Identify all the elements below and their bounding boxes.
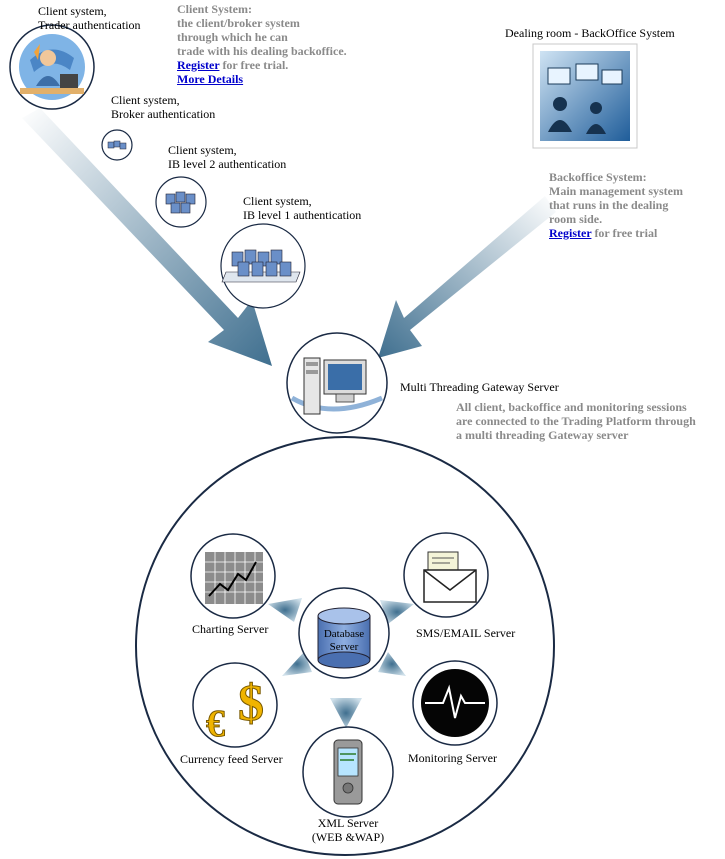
ib1-label-line-1: Client system, (243, 194, 312, 208)
monitoring-server-label: Monitoring Server (408, 751, 497, 765)
ib1-label-line-2: IB level 1 authentication (243, 208, 362, 222)
gateway-note: All client, backoffice and monitoring se… (456, 400, 696, 442)
svg-text:€: € (206, 703, 225, 745)
pda-device-icon (302, 726, 394, 818)
xml-label-line-1: XML Server (317, 816, 379, 830)
gateway-label: Multi Threading Gateway Server (400, 380, 559, 394)
backoffice-register-link[interactable]: Register (549, 226, 592, 240)
database-label-line-1: Database (323, 628, 365, 640)
client-system-desc-3: trade with his dealing backoffice. (177, 44, 347, 58)
trader-label-line-2: Trader authentication (38, 18, 141, 32)
envelope-icon (403, 532, 489, 618)
arrow-currency-to-db (282, 652, 312, 676)
arrow-sms-to-db (380, 600, 414, 624)
backoffice-desc-1: Main management system (549, 184, 683, 198)
ib2-label-line-2: IB level 2 authentication (168, 157, 287, 171)
arrow-xml-to-db (330, 698, 362, 728)
servers-medium-icon (155, 176, 207, 228)
backoffice-desc-3: room side. (549, 212, 603, 226)
client-register-suffix: for free trial. (219, 58, 289, 72)
sms-email-server-label: SMS/EMAIL Server (416, 626, 516, 640)
gateway-desc-1: All client, backoffice and monitoring se… (456, 400, 687, 414)
trader-label: Client system, Trader authentication (38, 4, 141, 32)
broker-label-line-2: Broker authentication (111, 107, 216, 121)
xml-label-line-2: (WEB &WAP) (311, 830, 385, 844)
broker-label-line-1: Client system, (111, 93, 180, 107)
gateway-desc-2: are connected to the Trading Platform th… (456, 414, 696, 428)
ib2-label-line-1: Client system, (168, 143, 237, 157)
client-system-desc-2: through which he can (177, 30, 288, 44)
ib1-label: Client system, IB level 1 authentication (243, 194, 361, 222)
backoffice-register-suffix: for free trial (591, 226, 658, 240)
database-server-label: Database Server (318, 628, 370, 654)
backoffice-register-line: Register for free trial (549, 226, 683, 240)
client-register-line: Register for free trial. (177, 58, 347, 72)
arrow-clients-to-gateway (22, 108, 272, 366)
client-system-title: Client System: (177, 2, 252, 16)
backoffice-desc-2: that runs in the dealing (549, 198, 669, 212)
more-details-line: More Details (177, 72, 347, 86)
database-label-line-2: Server (329, 641, 359, 653)
database-cylinder-icon (298, 587, 390, 679)
servers-large-icon (220, 223, 306, 309)
trader-person-icon (9, 24, 95, 110)
client-system-desc-1: the client/broker system (177, 16, 300, 30)
chart-icon (190, 533, 276, 619)
servers-small-icon (101, 129, 133, 161)
client-system-note: Client System: the client/broker system … (177, 2, 347, 86)
xml-server-label: XML Server (WEB &WAP) (298, 816, 398, 844)
dealing-room-label: Dealing room - BackOffice System (505, 26, 675, 40)
svg-text:$: $ (238, 675, 264, 732)
heartbeat-monitor-icon (412, 660, 498, 746)
gateway-computer-icon (286, 332, 388, 434)
more-details-link[interactable]: More Details (177, 72, 244, 86)
backoffice-note: Backoffice System: Main management syste… (549, 170, 683, 240)
backoffice-title: Backoffice System: (549, 170, 647, 184)
client-register-link[interactable]: Register (177, 58, 220, 72)
ib2-label: Client system, IB level 2 authentication (168, 143, 286, 171)
arrow-backoffice-to-gateway (378, 196, 556, 358)
currency-feed-server-label: Currency feed Server (180, 752, 283, 766)
gateway-desc-3: a multi threading Gateway server (456, 428, 629, 442)
charting-server-label: Charting Server (192, 622, 269, 636)
arrow-charting-to-db (268, 598, 302, 622)
broker-label: Client system, Broker authentication (111, 93, 215, 121)
dealing-room-photo (532, 43, 638, 149)
arrow-monitor-to-db (378, 652, 406, 676)
trader-label-line-1: Client system, (38, 4, 107, 18)
currency-symbols-icon: $ € (192, 662, 278, 748)
